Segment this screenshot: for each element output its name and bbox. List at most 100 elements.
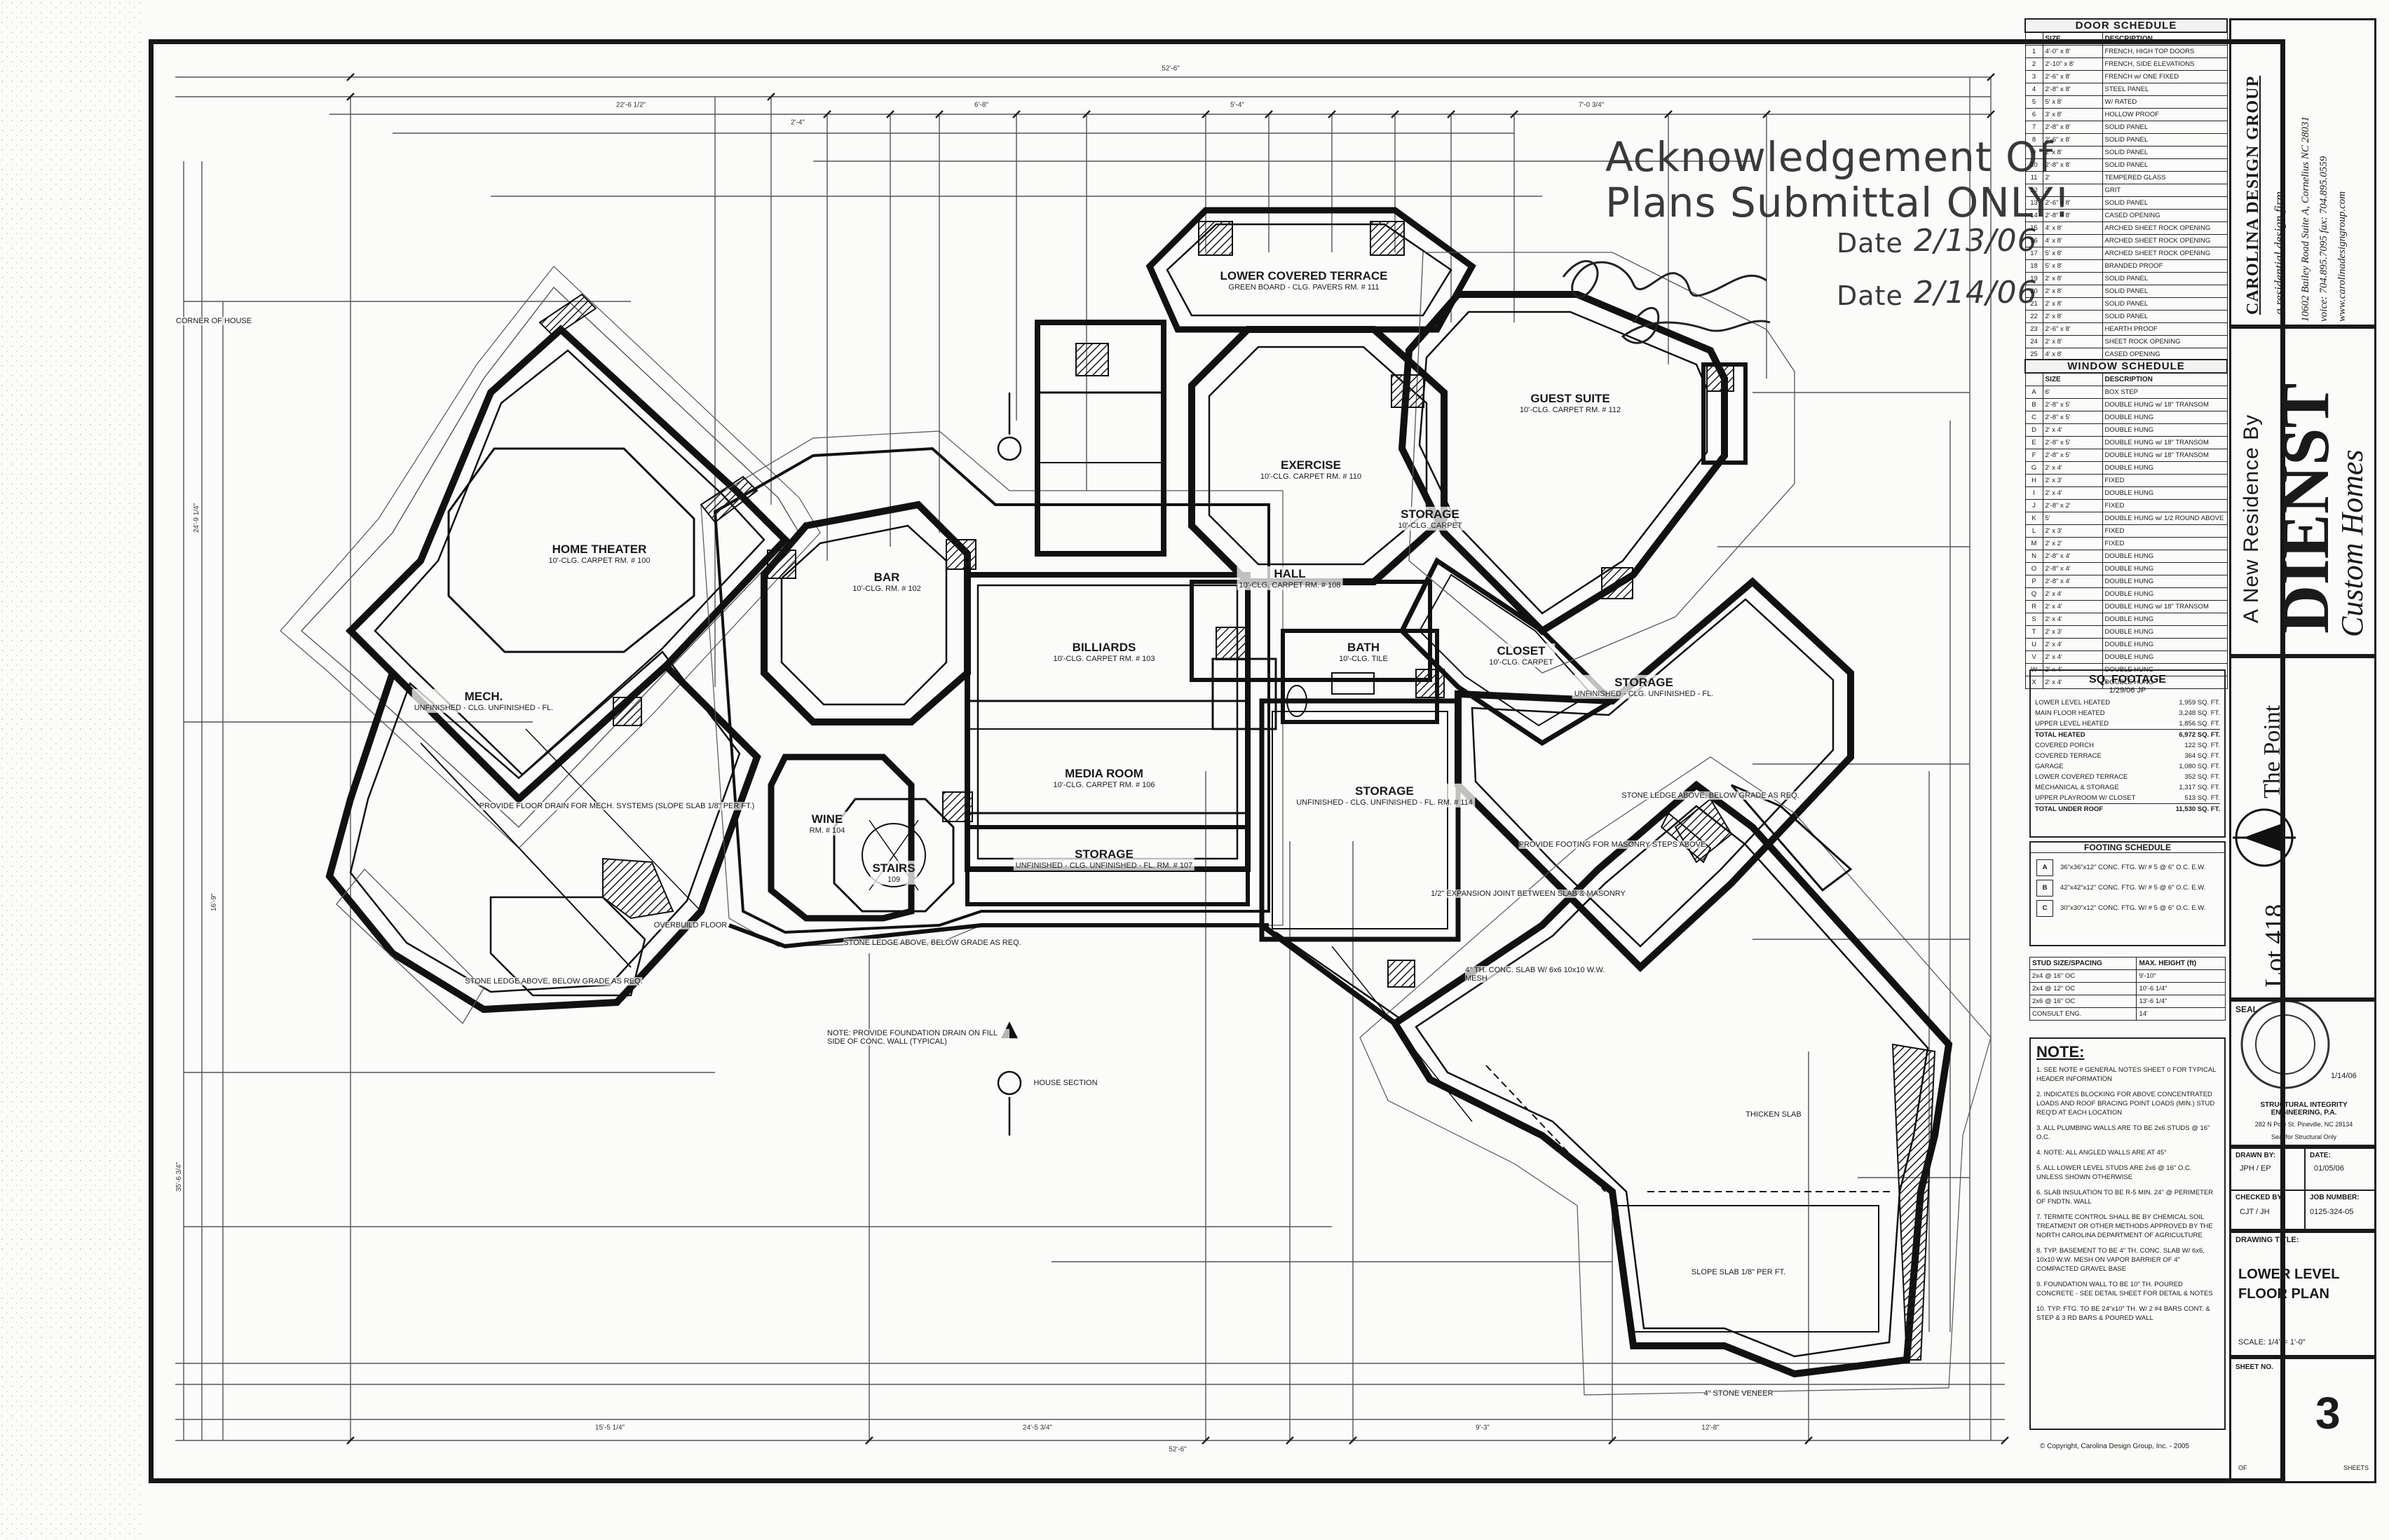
job-number-value: 0125-324-05	[2310, 1208, 2354, 1216]
sheet-number-block: SHEET NO. 3 OF SHEETS	[2229, 1357, 2376, 1483]
drawing-title-label: DRAWING TITLE:	[2235, 1236, 2299, 1244]
schedule-desc: SOLID PANEL	[2102, 297, 2228, 311]
sq-footage-label: GARAGE	[2035, 763, 2064, 770]
schedule-mark: F	[2024, 449, 2043, 462]
room-sub: 10'-CLG. TILE	[1339, 654, 1388, 663]
schedule-mark: 16	[2024, 234, 2043, 247]
schedule-desc: STEEL PANEL	[2102, 83, 2228, 96]
checked-by-value: CJT / JH	[2240, 1208, 2270, 1216]
note-thicken-slab: THICKEN SLAB	[1745, 1110, 1802, 1119]
schedule-desc: HEARTH PROOF	[2102, 322, 2228, 336]
seal-date: 1/14/06	[2331, 1072, 2357, 1080]
schedule-desc: DOUBLE HUNG	[2102, 461, 2228, 475]
schedule-desc: FIXED	[2102, 499, 2228, 512]
engineer-note: Seal for Structural Only	[2271, 1133, 2337, 1140]
dimension-lines	[175, 76, 2005, 1441]
general-note-item: 6. SLAB INSULATION TO BE R-5 MIN. 24" @ …	[2036, 1189, 2214, 1206]
schedule-desc: W/ RATED	[2102, 95, 2228, 109]
room-name: STORAGE	[1355, 784, 1414, 798]
sq-footage-label: MECHANICAL & STORAGE	[2035, 784, 2119, 791]
room-closet: CLOSET 10'-CLG. CARPET	[1487, 643, 1556, 668]
room-stairs: STAIRS 109	[870, 860, 918, 885]
room-sub: 10'-CLG. CARPET RM. # 108	[1239, 580, 1341, 590]
general-note-item: 1. SEE NOTE # GENERAL NOTES SHEET 0 FOR …	[2036, 1066, 2217, 1083]
schedule-size: 2'-6" x 8'	[2042, 322, 2103, 336]
schedule-mark: 10	[2024, 158, 2043, 172]
stud-size: 2x4 @ 16" OC	[2029, 969, 2137, 983]
seal-block: SEAL 1/14/06 STRUCTURAL INTEGRITY ENGINE…	[2229, 1000, 2376, 1147]
schedule-size: 2'-8" x 5'	[2042, 411, 2103, 424]
project-block: A New Residence By DIENST Custom Homes	[2229, 327, 2376, 656]
dim-top-overall: 52'-6"	[1162, 64, 1180, 73]
general-note-item: 9. FOUNDATION WALL TO BE 10" TH. POURED …	[2036, 1281, 2213, 1297]
footing-mark: A	[2036, 859, 2053, 876]
room-name: EXERCISE	[1281, 458, 1341, 472]
general-note-item: 4. NOTE: ALL ANGLED WALLS ARE AT 45°	[2036, 1149, 2167, 1157]
schedule-size: 4' x 8'	[2042, 234, 2103, 247]
sq-footage-label: MAIN FLOOR HEATED	[2035, 709, 2105, 717]
storage-east	[1259, 577, 1854, 972]
schedule-desc: SOLID PANEL	[2102, 196, 2228, 210]
note-corner-of-house: CORNER OF HOUSE	[175, 317, 252, 325]
schedule-size: 2' x 4'	[2042, 650, 2103, 664]
schedule-size: 2' x 8'	[2042, 285, 2103, 298]
dim-left-b: 16'-9"	[210, 893, 218, 911]
sq-footage-title: SQ. FOOTAGE	[2089, 674, 2166, 686]
room-name: WINE	[811, 812, 843, 826]
window-col-desc: DESCRIPTION	[2102, 372, 2228, 386]
dim-bottom-d: 12'-8"	[1701, 1424, 1720, 1432]
date-label: DATE:	[2310, 1152, 2331, 1159]
schedule-mark: E	[2024, 436, 2043, 449]
room-sub: RM. # 104	[809, 826, 845, 835]
sq-footage-value: 1,080 SQ. FT.	[2179, 763, 2220, 770]
drawing-scale: SCALE: 1/4" = 1'-0"	[2238, 1338, 2306, 1347]
schedule-mark: 7	[2024, 121, 2043, 134]
stud-schedule-row: CONSULT ENG.14'	[2029, 1007, 2226, 1021]
dim-top-d: 5'-4"	[1230, 101, 1244, 109]
schedule-size: 2' x 4'	[2042, 423, 2103, 437]
schedule-size: 2'-6" x 8'	[2042, 70, 2103, 83]
general-note-item: 8. TYP. BASEMENT TO BE 4" TH. CONC. SLAB…	[2036, 1247, 2205, 1273]
sq-footage-value: 6,972 SQ. FT.	[2179, 731, 2220, 739]
schedule-size: 2'-8" x 5'	[2042, 449, 2103, 462]
schedule-desc: SOLID PANEL	[2102, 133, 2228, 146]
room-name: MECH.	[464, 689, 503, 703]
schedule-mark: C	[2024, 411, 2043, 424]
schedule-mark: L	[2024, 524, 2043, 538]
general-note-item: 7. TERMITE CONTROL SHALL BE BY CHEMICAL …	[2036, 1213, 2213, 1239]
room-storage-4: STORAGE UNFINISHED - CLG. UNFINISHED - F…	[1294, 783, 1475, 808]
room-name: LOWER COVERED TERRACE	[1220, 268, 1388, 282]
footing-mark: B	[2036, 880, 2053, 897]
schedule-size: 4' x 8'	[2042, 222, 2103, 235]
drafting-info-block: DRAWN BY: DATE: JPH / EP 01/05/06 CHECKE…	[2229, 1147, 2376, 1231]
schedule-desc: SOLID PANEL	[2102, 158, 2228, 172]
room-sub: 10'-CLG. CARPET RM. # 100	[548, 556, 651, 565]
schedule-mark: J	[2024, 499, 2043, 512]
dim-top-b: 2'-4"	[791, 118, 805, 127]
schedule-desc: BOX STEP	[2102, 386, 2228, 399]
room-storage-1: STORAGE UNFINISHED - CLG. UNFINISHED - F…	[1013, 846, 1195, 871]
schedule-desc: HOLLOW PROOF	[2102, 108, 2228, 121]
schedule-mark: 23	[2024, 322, 2043, 336]
schedule-mark: P	[2024, 575, 2043, 588]
general-notes-title: NOTE:	[2036, 1043, 2085, 1061]
schedule-size: 2'-8" x 8'	[2042, 121, 2103, 134]
project-line: A New Residence By	[2240, 414, 2263, 623]
schedule-mark: 9	[2024, 146, 2043, 159]
stone-ledge	[538, 293, 1936, 1361]
builder-sub: Custom Homes	[2335, 449, 2369, 637]
